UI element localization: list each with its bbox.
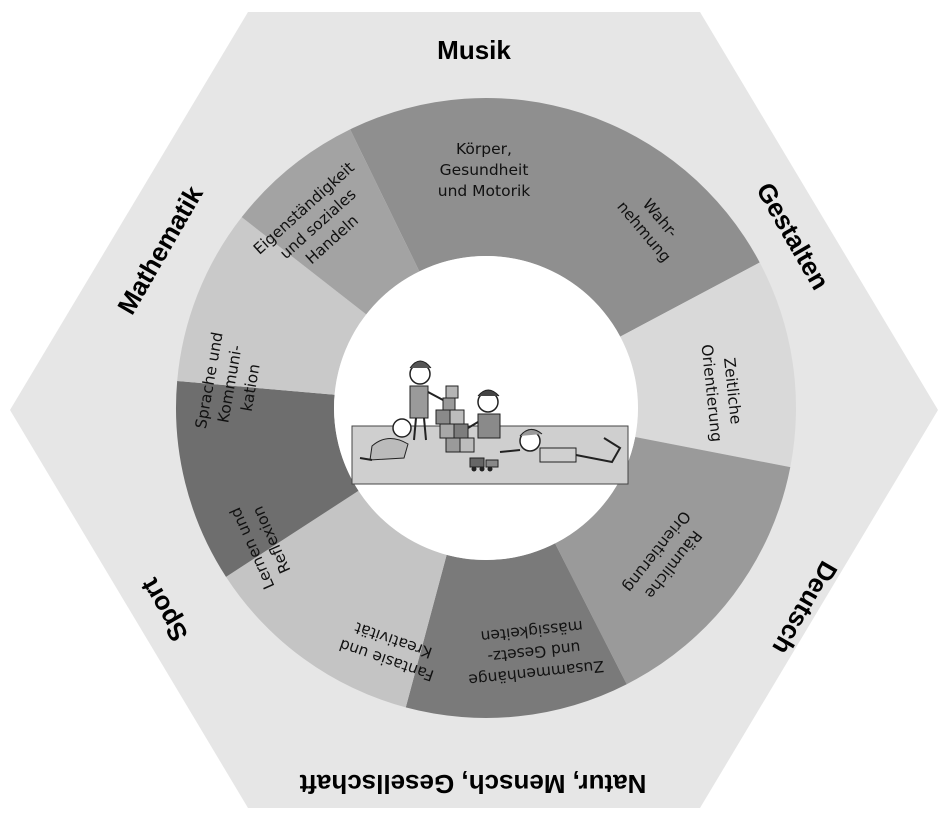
segment-zusammenhaenge (405, 543, 627, 718)
children-playing-illustration (351, 360, 629, 485)
segment-zeitliche-orientierung (620, 262, 796, 468)
segment-raeumliche-orientierung (555, 437, 791, 685)
segment-sprache-kommunikation (177, 217, 367, 395)
segment-fantasie-kreativitaet (226, 490, 447, 708)
segment-eigenstaendigkeit (241, 129, 420, 315)
subject-label-bottom: Natur, Mensch, Gesellschaft (299, 769, 646, 799)
segment-koerper-wahrnehmung (350, 97, 760, 337)
subject-label-top: Musik (437, 35, 511, 65)
segment-lernen-reflexion (176, 380, 359, 577)
